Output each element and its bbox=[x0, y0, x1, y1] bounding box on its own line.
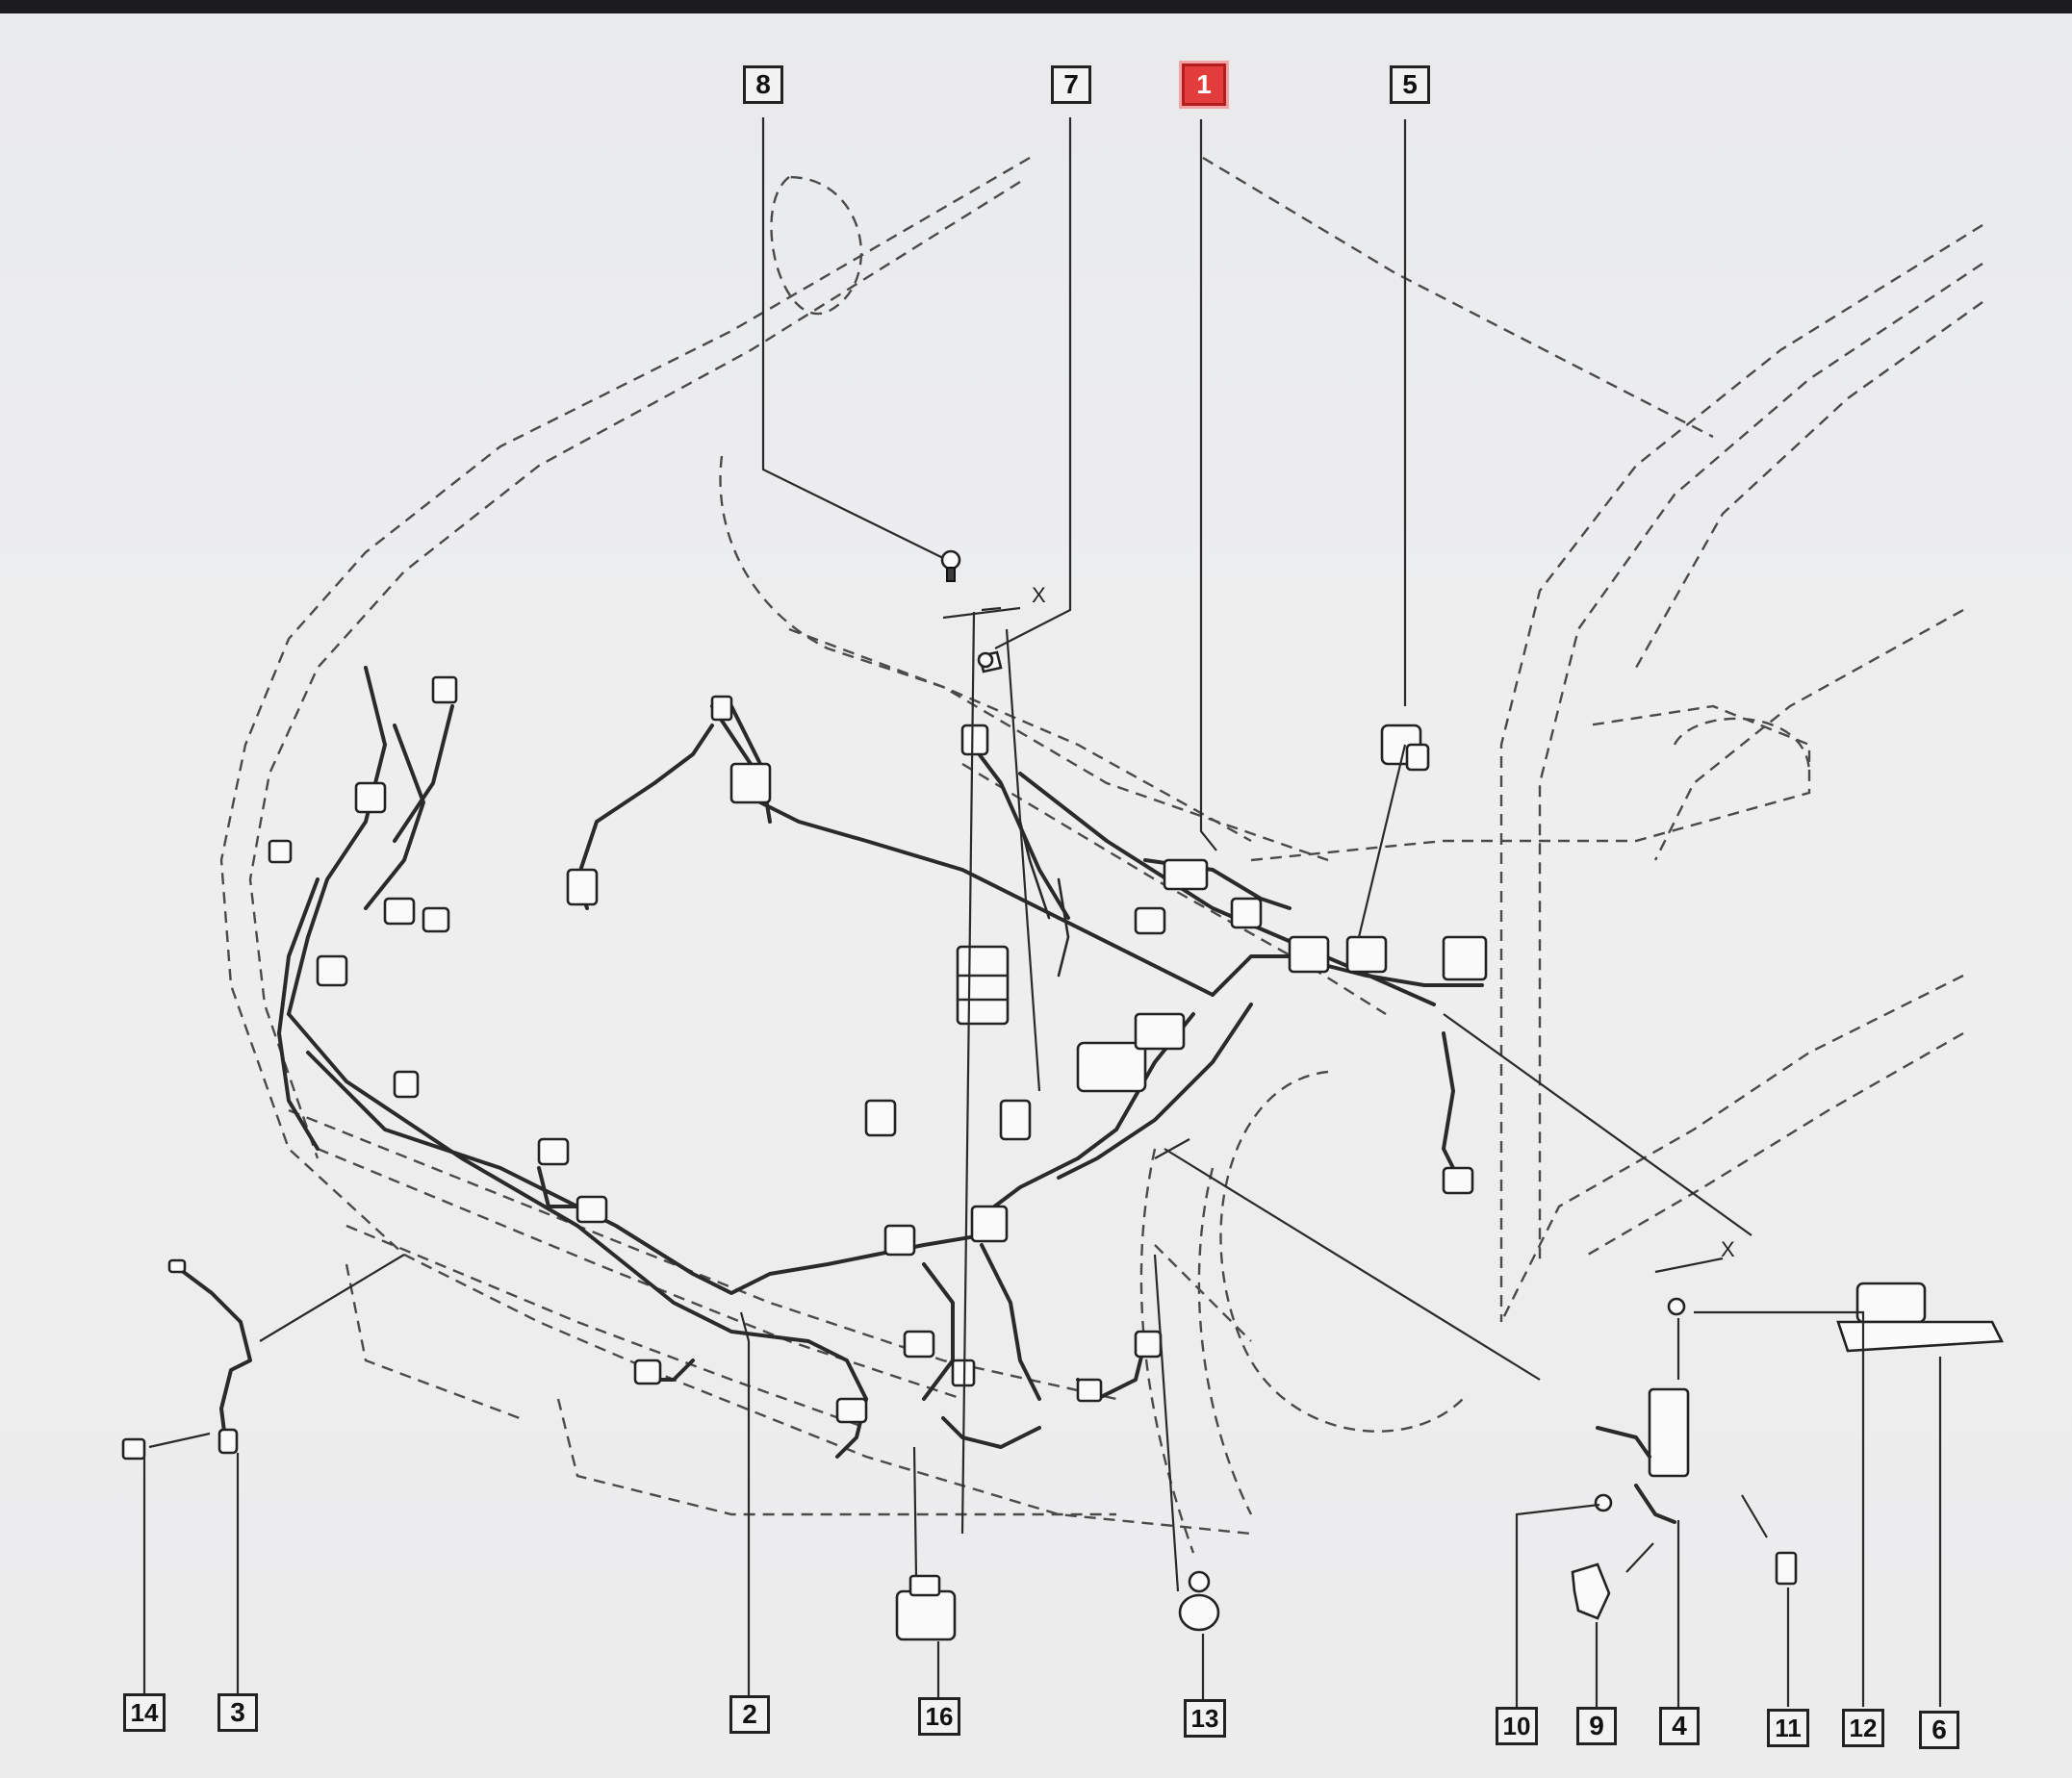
callout-3[interactable]: 3 bbox=[217, 1693, 258, 1732]
callout-14[interactable]: 14 bbox=[123, 1693, 166, 1732]
vehicle-outline bbox=[219, 156, 1983, 1554]
callout-16[interactable]: 16 bbox=[918, 1697, 960, 1736]
bolt-icon[interactable] bbox=[940, 549, 961, 582]
axis-label-x-top: X bbox=[1032, 583, 1046, 607]
leader-lines bbox=[142, 117, 1942, 1707]
axis-label-x-right: X bbox=[1721, 1237, 1735, 1261]
callout-2[interactable]: 2 bbox=[729, 1695, 770, 1734]
front-wiring-harness[interactable] bbox=[277, 666, 1147, 1459]
callout-5[interactable]: 5 bbox=[1390, 65, 1430, 104]
callout-8[interactable]: 8 bbox=[743, 65, 783, 104]
callout-10[interactable]: 10 bbox=[1496, 1707, 1538, 1745]
callout-6[interactable]: 6 bbox=[1919, 1711, 1959, 1749]
connector-icon[interactable] bbox=[1380, 724, 1430, 772]
connector-icon[interactable] bbox=[895, 1574, 957, 1641]
callout-13[interactable]: 13 bbox=[1184, 1699, 1226, 1738]
wiring-harness-diagram: X X bbox=[121, 117, 2005, 1707]
callout-1[interactable]: 1 bbox=[1182, 64, 1226, 106]
grommet-icon[interactable] bbox=[1178, 1570, 1220, 1632]
harness-connectors bbox=[268, 675, 1488, 1424]
callout-11[interactable]: 11 bbox=[1767, 1709, 1809, 1747]
bolt-icon[interactable] bbox=[1594, 1493, 1613, 1512]
callout-12[interactable]: 12 bbox=[1842, 1709, 1884, 1747]
clip-icon[interactable] bbox=[1775, 1551, 1798, 1586]
axis-marker-top: X bbox=[942, 583, 1046, 620]
axis-marker-right: X bbox=[1654, 1237, 1735, 1274]
parts-diagram-screen: X X bbox=[0, 13, 2072, 1778]
callout-4[interactable]: 4 bbox=[1659, 1707, 1700, 1745]
callout-9[interactable]: 9 bbox=[1576, 1707, 1617, 1745]
fuse-box-icon[interactable] bbox=[1596, 1387, 1690, 1524]
sensor-wire[interactable] bbox=[167, 1258, 252, 1455]
bracket-icon[interactable] bbox=[1571, 1562, 1611, 1620]
bracket-icon[interactable] bbox=[1836, 1282, 2005, 1353]
bolt-icon[interactable] bbox=[977, 651, 994, 669]
clip-icon[interactable] bbox=[121, 1437, 146, 1460]
callout-7[interactable]: 7 bbox=[1051, 65, 1091, 104]
bolt-icon[interactable] bbox=[1667, 1297, 1686, 1316]
